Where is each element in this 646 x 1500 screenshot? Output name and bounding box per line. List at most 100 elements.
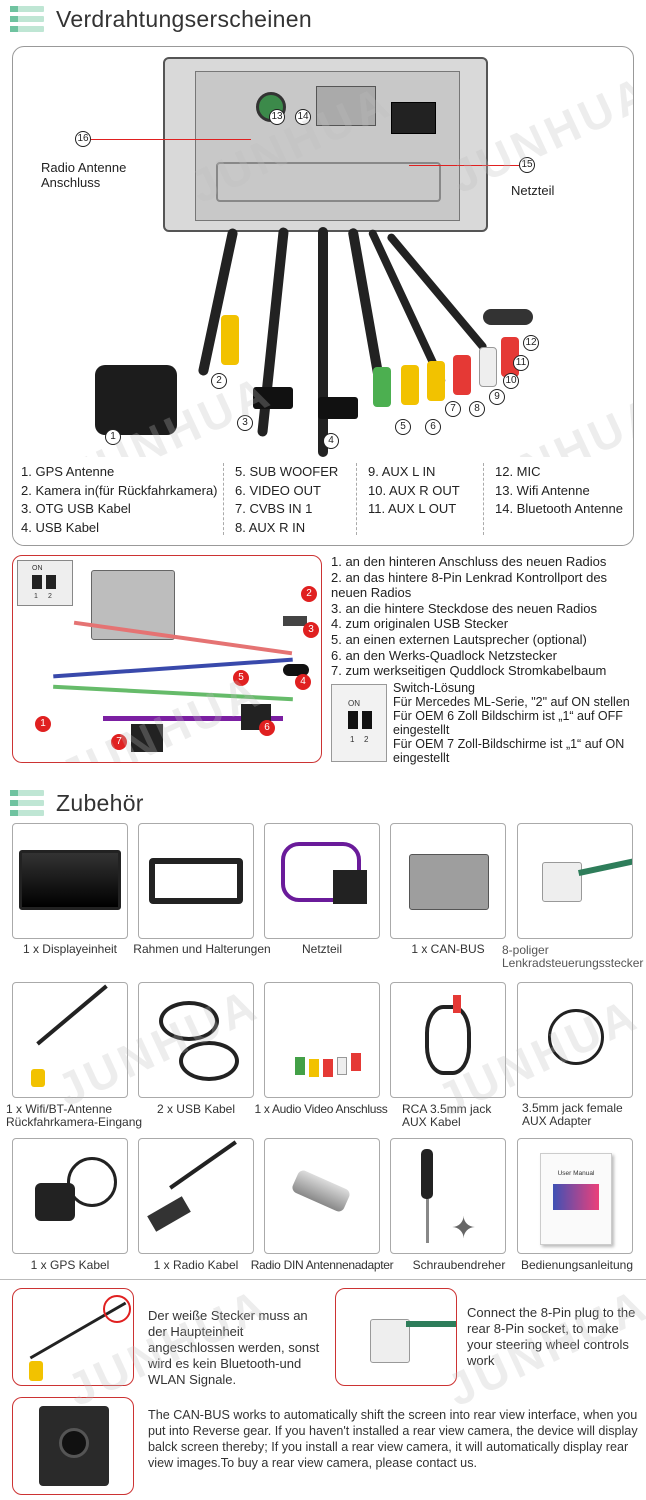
rca-image (453, 995, 461, 1013)
callout-13: 13 (269, 109, 285, 125)
usb-plug (318, 397, 358, 419)
dip-on-label: ON (32, 565, 43, 572)
callout-3: 3 (237, 415, 253, 431)
callout-5: 5 (395, 419, 411, 435)
connector-block (316, 86, 376, 126)
usb-plug (253, 387, 293, 409)
legend-divider (356, 463, 357, 535)
head-unit-panel (195, 71, 460, 221)
rca-image (337, 1057, 347, 1075)
canbus-list-item: 3. an die hintere Steckdose des neuen Ra… (331, 600, 597, 616)
canbus-callout-4: 4 (295, 674, 311, 690)
switch-title: Switch-Lösung (393, 681, 475, 695)
white-plug-note: Der weiße Stecker muss an der Haupteinhe… (148, 1308, 320, 1387)
accessory-caption: Netzteil (301, 942, 342, 956)
cable-image (36, 984, 108, 1046)
legend-item: 2. Kamera in(für Rückfahrkamera) (21, 482, 218, 498)
canbus-list-item: 6. an den Werks-Quadlock Netzstecker (331, 647, 557, 663)
legend-item: 11. AUX L OUT (368, 501, 457, 516)
callout-line (91, 139, 251, 140)
canbus-diagram: ON 1 2 1 2 3 4 5 6 7 JUNHUA (12, 555, 322, 763)
eight-pin-note: Connect the 8-Pin plug to the rear 8-Pin… (467, 1305, 636, 1368)
wiring-header: Verdrahtungserscheinen (10, 2, 312, 36)
accessory-aux-adapter (517, 982, 633, 1098)
dip-switch-thumb: ON 1 2 (17, 560, 73, 606)
canbus-list-item: 7. zum werkseitigen Quddlock Stromkabelb… (331, 663, 607, 679)
dip-key (348, 711, 358, 729)
usb-coil-image (179, 1041, 239, 1081)
note-image-camera (12, 1397, 134, 1495)
harness-wire (103, 716, 283, 721)
legend-item: 14. Bluetooth Antenne (495, 501, 623, 516)
accessory-8pin (517, 823, 633, 939)
callout-16: 16 (75, 131, 91, 147)
screw-star-icon: ✦ (451, 1212, 477, 1245)
highlight-circle (103, 1295, 131, 1323)
wire-image (578, 858, 632, 876)
wiring-title: Verdrahtungserscheinen (56, 5, 312, 32)
dip-key (32, 575, 42, 589)
list-icon (10, 4, 44, 34)
power-label: Netzteil (511, 183, 555, 198)
legend-col-3: 9. AUX L IN 10. AUX R OUT 11. AUX L OUT (368, 463, 460, 519)
plug-image (147, 1196, 191, 1232)
rca-plug (453, 355, 471, 395)
dip-num: 1 (34, 593, 38, 600)
legend-col-4: 12. MIC 13. Wifi Antenne 14. Bluetooth A… (495, 463, 623, 519)
rca-plug (401, 365, 419, 405)
accessories-header: Zubehör (10, 786, 144, 820)
yellow-rca-image (31, 1069, 45, 1087)
accessory-canbus (390, 823, 506, 939)
dip-key (46, 575, 56, 589)
cable-image (548, 1009, 604, 1065)
canbus-callout-1: 1 (35, 716, 51, 732)
dip-switch-image: ON 1 2 (331, 684, 387, 762)
callout-14: 14 (295, 109, 311, 125)
accessory-radio-cable (138, 1138, 254, 1254)
dip-num: 2 (364, 735, 369, 744)
callout-1: 1 (105, 429, 121, 445)
legend-item: 13. Wifi Antenne (495, 482, 590, 498)
usb-coil-image (159, 1001, 219, 1041)
manual-screen (553, 1184, 599, 1210)
legend-item: 5. SUB WOOFER (235, 464, 339, 479)
legend-item: 10. AUX R OUT (368, 482, 460, 498)
screwdriver-handle (421, 1149, 433, 1199)
legend-col-1: 1. GPS Antenne 2. Kamera in(für Rückfahr… (21, 463, 218, 537)
yellow-rca-image (29, 1361, 43, 1381)
accessory-frame (138, 823, 254, 939)
switch-line: Für OEM 6 Zoll Bildschirm ist „1“ auf OF… (393, 709, 623, 737)
accessory-power (264, 823, 380, 939)
power-socket (391, 102, 436, 134)
cable (318, 227, 328, 457)
8pin-plug-image (370, 1319, 410, 1363)
legend-item: 3. OTG USB Kabel (21, 501, 131, 516)
housing-rail (216, 162, 441, 202)
accessory-caption: 1 x Displayeinheit (22, 942, 118, 956)
legend-item: 8. AUX R IN (235, 519, 306, 535)
manual-label: User Manual (557, 1170, 595, 1177)
mic-plug (483, 309, 533, 325)
rca-image (323, 1059, 333, 1077)
accessory-caption: Schraubendreher (412, 1258, 506, 1272)
accessory-manual: User Manual (517, 1138, 633, 1254)
accessory-caption: Radio DIN Antennenadapter (250, 1258, 394, 1272)
legend-item: 1. GPS Antenne (21, 464, 115, 479)
display-image (19, 850, 121, 910)
canbus-callout-3: 3 (303, 622, 319, 638)
radio-antenna-label: Radio Antenne Anschluss (41, 160, 127, 190)
harness-wire (53, 684, 293, 702)
canbus-callout-2: 2 (301, 586, 317, 602)
accessory-av (264, 982, 380, 1098)
accessory-usb (138, 982, 254, 1098)
usb-plug (283, 664, 309, 676)
wiring-legend: 1. GPS Antenne 2. Kamera in(für Rückfahr… (13, 457, 633, 545)
list-icon (10, 788, 44, 818)
callout-7: 7 (445, 401, 461, 417)
accessory-wifi-antenna (12, 982, 128, 1098)
legend-divider (483, 463, 484, 535)
callout-4: 4 (323, 433, 339, 449)
plug-image (333, 870, 367, 904)
canbus-list-item: 2. an das hintere 8-Pin Lenkrad Kontroll… (331, 569, 608, 601)
legend-item: 7. CVBS IN 1 (235, 501, 313, 516)
